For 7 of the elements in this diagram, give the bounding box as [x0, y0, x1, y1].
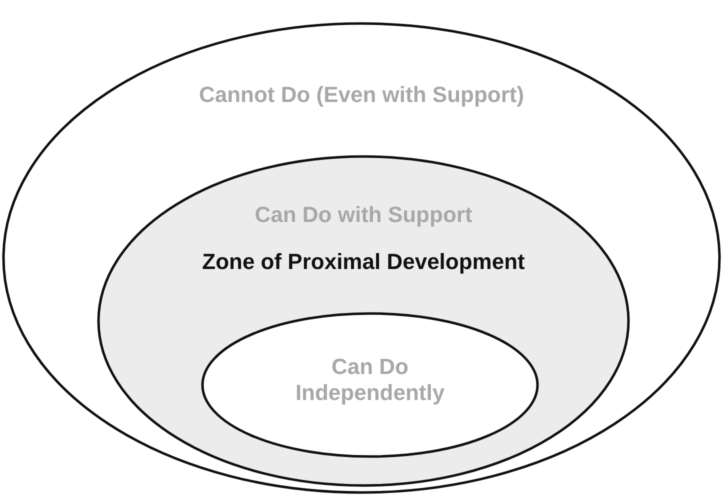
region-label: Cannot Do (Even with Support): [198, 82, 526, 108]
ellipse-region: [2, 22, 721, 494]
region-label: Can Do Independently: [294, 354, 446, 406]
ellipse-region: [97, 155, 630, 487]
ellipse-region: [201, 312, 539, 458]
region-label: Can Do with Support: [254, 202, 474, 228]
region-label: Zone of Proximal Development: [201, 249, 526, 275]
